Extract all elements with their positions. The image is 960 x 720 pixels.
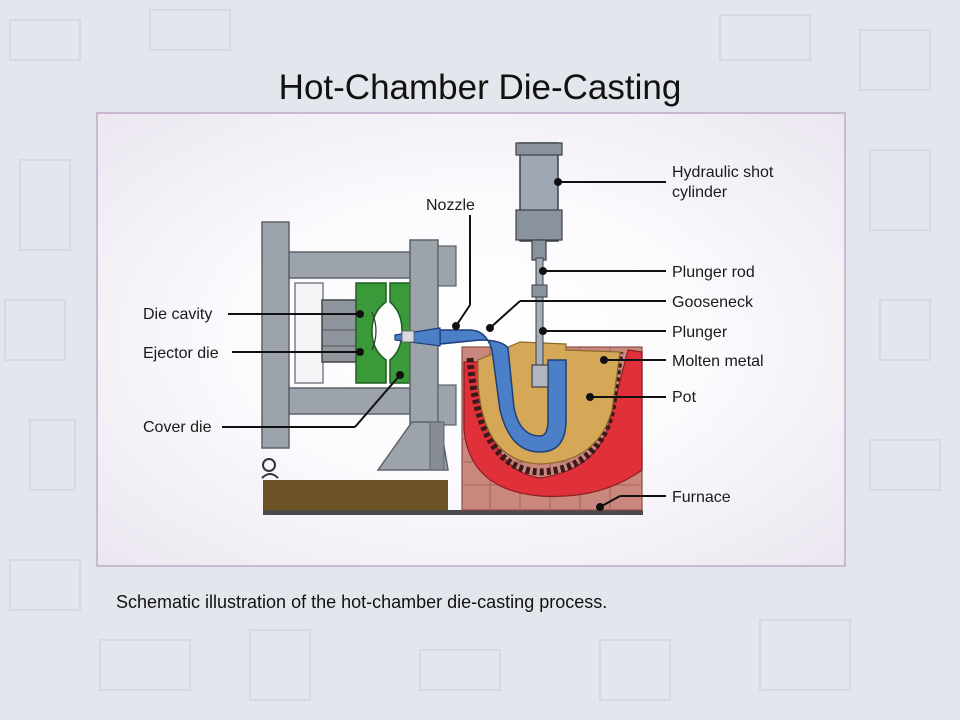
label-plunger: Plunger (672, 324, 728, 341)
label-hydraulic-shot-cylinder: Hydraulic shot (672, 164, 774, 181)
gooseneck-shape (439, 329, 567, 453)
label-hydraulic-shot-cylinder-2: cylinder (672, 184, 728, 201)
tie-bar-bottom (288, 387, 415, 415)
pot-shell (466, 351, 624, 476)
label-cover-die: Cover die (143, 419, 212, 436)
label-nozzle: Nozzle (426, 197, 475, 214)
diagram-caption: Schematic illustration of the hot-chambe… (116, 592, 608, 612)
plunger-head (531, 364, 549, 388)
slide-title: Hot-Chamber Die-Casting (278, 68, 682, 107)
label-pot: Pot (672, 389, 697, 406)
tie-bar-top (288, 251, 415, 279)
ejector-die-shape (355, 282, 387, 384)
label-ejector-die: Ejector die (143, 345, 219, 362)
label-molten-metal: Molten metal (672, 353, 764, 370)
machine-base (263, 480, 448, 513)
label-furnace: Furnace (672, 489, 731, 506)
rear-platen (261, 221, 290, 449)
label-plunger-rod: Plunger rod (672, 264, 755, 281)
label-die-cavity: Die cavity (143, 306, 212, 323)
label-gooseneck: Gooseneck (672, 294, 754, 311)
